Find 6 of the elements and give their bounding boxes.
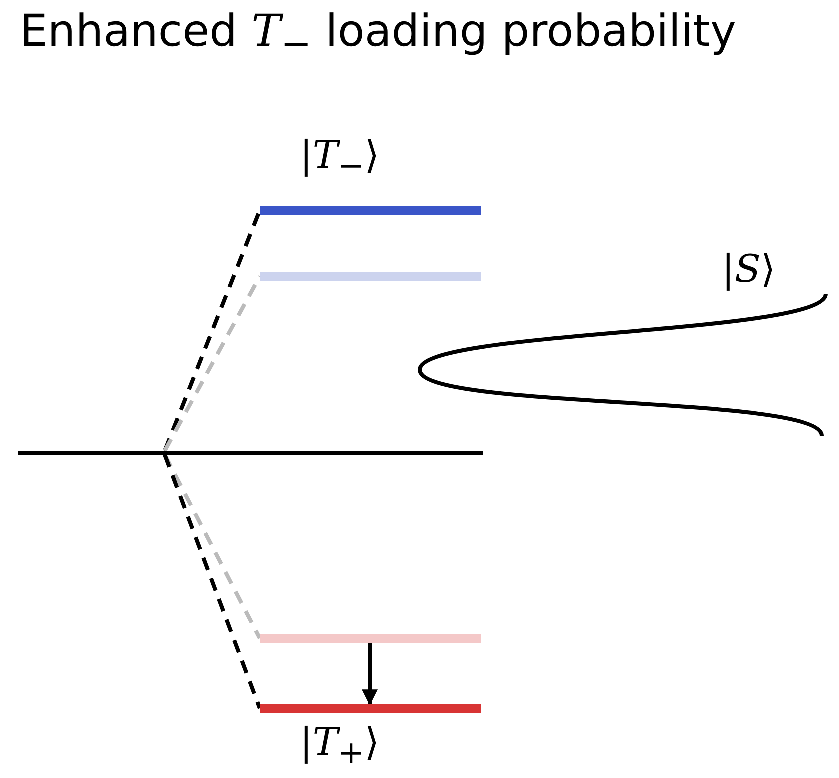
arrow	[362, 643, 378, 706]
correlation-line	[163, 454, 262, 710]
correlation-line	[163, 276, 262, 452]
state-label: |T$_{−}$⟩	[300, 136, 380, 184]
state-label: |T$_{+}$⟩	[300, 723, 380, 770]
title: Enhanced T$_{−}$ loading probability	[20, 6, 736, 65]
